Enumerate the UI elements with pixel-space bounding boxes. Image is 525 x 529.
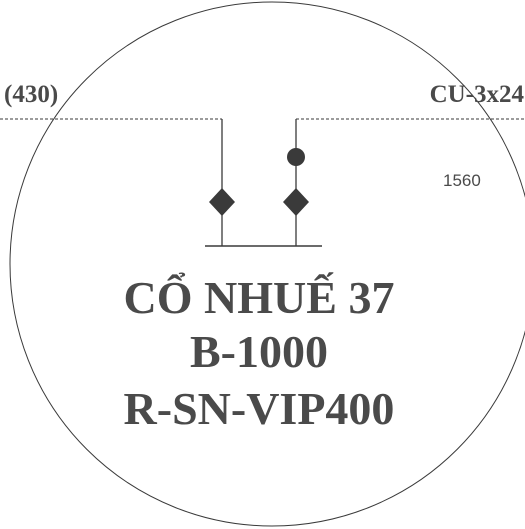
right-cable-length-label: 1560 [443, 171, 481, 190]
left-switch-diamond-symbol [209, 188, 235, 216]
left-feeder-label: (430) [4, 81, 58, 108]
station-boundary-circle [9, 1, 525, 527]
right-breaker-circle-symbol [287, 148, 305, 166]
station-code: B-1000 [190, 326, 328, 377]
station-name: CỔ NHUẾ 37 [124, 270, 395, 323]
right-switch-diamond-symbol [283, 188, 309, 216]
station-type: R-SN-VIP400 [124, 383, 395, 434]
right-cable-label: CU-3x24 [430, 81, 525, 108]
